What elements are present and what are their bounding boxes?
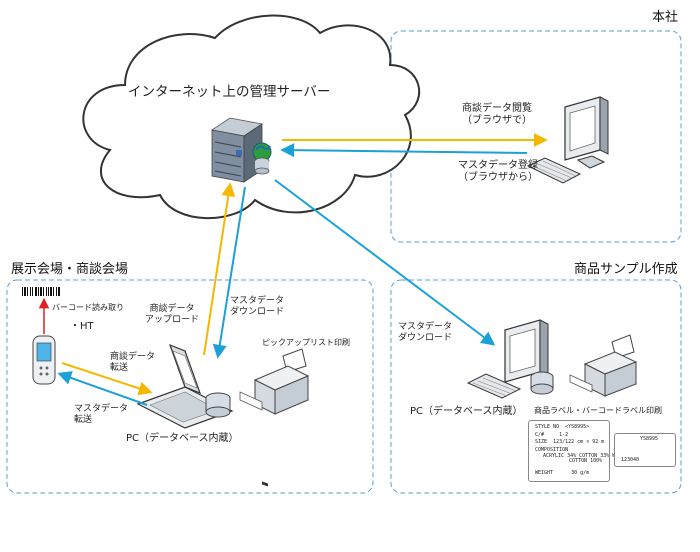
laptop-icon <box>136 343 234 429</box>
tag-number: 123040 <box>621 457 640 463</box>
upload-line2: アップロード <box>144 314 199 325</box>
barcode-bar <box>53 287 54 296</box>
label-print-label: 商品ラベル・バーコードラベル印刷 <box>534 406 662 415</box>
label-size-key: SIZE <box>535 439 548 445</box>
label-cw-val: 1-2 <box>559 432 569 438</box>
transfer-line1: 商談データ <box>110 352 156 362</box>
transfer-label: 商談データ 転送 <box>110 352 155 374</box>
master-transfer-line1: マスタデータ <box>74 404 129 414</box>
label-printer-icon <box>569 334 638 397</box>
barcode-bar <box>40 287 42 296</box>
ht-label: ・HT <box>70 321 94 332</box>
barcode-bar <box>24 287 26 296</box>
sample-download-line1: マスタデータ <box>398 322 453 332</box>
barcode-tag-card: YS8995 123040 <box>614 433 676 467</box>
sample-region-box <box>390 279 682 494</box>
internet-cloud <box>82 14 421 220</box>
upload-label: 商談データ アップロード <box>132 304 212 326</box>
sample-monitor-icon <box>504 319 549 383</box>
tag-code: YS8995 <box>640 436 659 442</box>
region-title-exhibition: 展示会場・商談会場 <box>11 262 129 277</box>
sample-pc-label: PC（データベース内蔵） <box>410 406 523 417</box>
barcode-bar <box>32 287 33 296</box>
label-comp-line2: COTTON 100% <box>569 458 603 464</box>
arrow-sample-download <box>274 179 496 346</box>
upload-line1: 商談データ <box>149 304 195 314</box>
label-weight-val: 30 g/m <box>571 470 590 476</box>
exhibition-download-label: マスタデータ ダウンロード <box>230 296 284 318</box>
hq-view-label: 商談データ閲覧 （ブラウザで） <box>432 103 562 127</box>
region-title-sample: 商品サンプル作成 <box>574 262 678 277</box>
barcode-bar <box>46 287 47 296</box>
sample-database-icon <box>530 371 554 395</box>
picklist-print-label: ピックアップリスト印刷 <box>262 338 350 347</box>
hq-keyboard-icon <box>526 157 582 184</box>
picklist-printer-icon <box>239 348 310 487</box>
barcode-icon <box>22 287 60 296</box>
label-style-row: STYLE NO <YS8995> <box>535 424 589 430</box>
sample-download-line2: ダウンロード <box>398 332 453 343</box>
hq-view-line1: 商談データ閲覧 <box>462 103 532 114</box>
cloud-title: インターネット上の管理サーバー <box>128 84 331 100</box>
barcode-bar <box>50 287 52 296</box>
master-transfer-label: マスタデータ 転送 <box>74 404 128 426</box>
exhibition-download-line1: マスタデータ <box>230 296 285 306</box>
hq-monitor-icon <box>564 96 609 169</box>
product-label-card: STYLE NO <YS8995> C/# 1-2 SIZE 123/122 c… <box>528 420 636 482</box>
barcode-bar <box>58 287 60 296</box>
barcode-bar <box>38 287 39 296</box>
label-size-row: SIZE 123/122 cm × 92 m <box>535 439 604 445</box>
arrow-laptop-to-ht <box>57 371 148 406</box>
exhibition-download-line2: ダウンロード <box>230 306 285 317</box>
hq-register-line2: （ブラウザから） <box>458 172 538 183</box>
transfer-line2: 転送 <box>110 362 129 373</box>
hq-region-box <box>390 30 682 243</box>
exhibition-region-box <box>6 279 374 494</box>
handheld-terminal-icon <box>32 335 56 385</box>
barcode-read-label: バーコード読み取り <box>52 303 124 312</box>
barcode-bar <box>43 287 44 296</box>
hq-view-line2: （ブラウザで） <box>462 115 532 126</box>
hq-register-line1: マスタデータ登録 <box>458 160 538 171</box>
arrow-ht-to-laptop <box>61 362 153 396</box>
exhibition-pc-label: PC（データベース内蔵） <box>126 433 239 444</box>
label-style-val: <YS8995> <box>565 424 590 430</box>
barcode-bar <box>48 287 49 296</box>
arrow-laptop-upload <box>203 182 236 356</box>
server-icon <box>210 117 272 183</box>
region-title-hq: 本社 <box>652 10 679 25</box>
label-cw-row: C/# 1-2 <box>535 432 568 438</box>
barcode-bar <box>22 287 23 296</box>
barcode-bar <box>30 287 31 296</box>
label-cw-key: C/# <box>535 432 545 438</box>
hq-register-label: マスタデータ登録 （ブラウザから） <box>428 160 568 184</box>
arrow-hq-to-server-register <box>280 143 528 158</box>
label-composition-key: COMPOSITION <box>535 447 569 453</box>
arrow-laptop-download <box>212 186 246 359</box>
barcode-bar <box>56 287 57 296</box>
label-size-val: 123/122 cm × 92 m <box>553 439 605 445</box>
barcode-bar <box>27 287 28 296</box>
barcode-bar <box>35 287 37 296</box>
master-transfer-line2: 転送 <box>74 414 93 425</box>
label-weight-key: WEIGHT <box>535 470 554 476</box>
sample-download-label: マスタデータ ダウンロード <box>398 322 452 344</box>
label-comp-line1: ACRYLIC 34% COTTON 33% WOOL 33% <box>543 453 637 459</box>
sample-keyboard-icon <box>466 373 522 399</box>
label-weight-row: WEIGHT 30 g/m <box>535 470 589 476</box>
label-style-key: STYLE NO <box>535 424 560 430</box>
